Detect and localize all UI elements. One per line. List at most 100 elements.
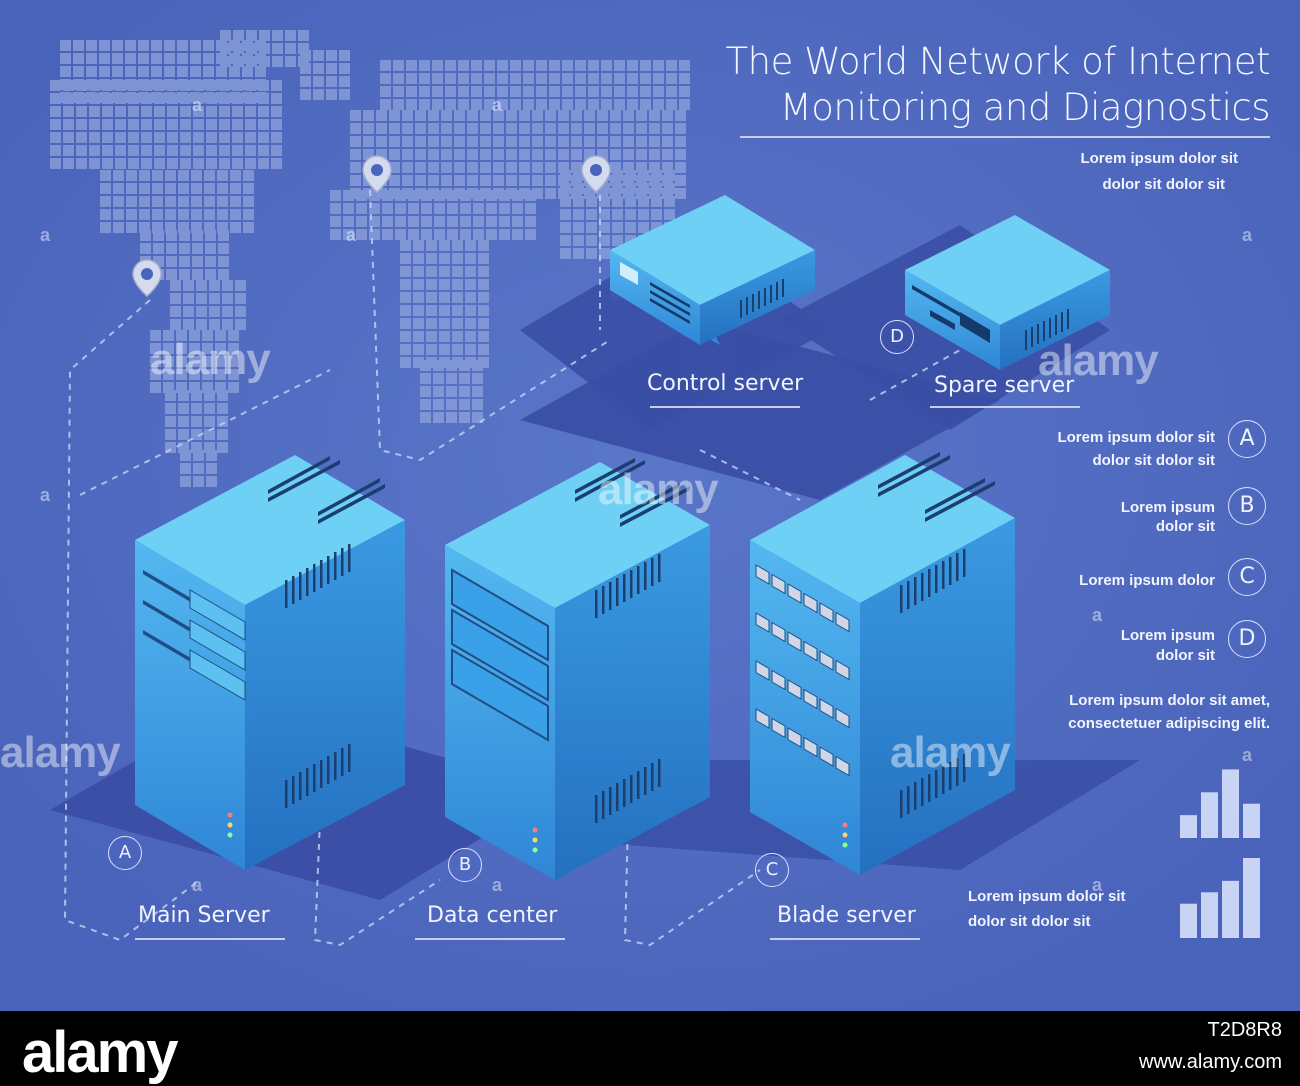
map-pixel (664, 170, 675, 181)
spare-server-label: Spare server (934, 373, 1075, 398)
map-pixel (664, 209, 675, 220)
map-pixel (426, 331, 437, 342)
map-pixel (300, 50, 311, 61)
map-pixel (510, 99, 521, 110)
map-pixel (202, 382, 213, 393)
map-pixel (573, 209, 584, 220)
map-pixel (206, 119, 217, 130)
map-pixel (439, 305, 450, 316)
map-pixel (271, 145, 282, 156)
map-pixel (193, 119, 204, 130)
map-pixel (480, 123, 491, 134)
map-pixel (235, 319, 246, 330)
map-pixel (363, 188, 374, 199)
map-pixel (154, 145, 165, 156)
map-pixel (167, 106, 178, 117)
map-pixel (588, 99, 599, 110)
map-pixel (536, 73, 547, 84)
map-pixel (271, 119, 282, 130)
map-pixel (180, 119, 191, 130)
map-pixel (389, 188, 400, 199)
map-pixel (675, 188, 686, 199)
spare-server-device (905, 215, 1110, 370)
map-pixel (152, 209, 163, 220)
map-pixel (193, 80, 204, 91)
map-pixel (126, 183, 137, 194)
blade-slot (819, 602, 834, 623)
map-pixel (152, 170, 163, 181)
map-pixel (413, 279, 424, 290)
desc-bottom-2: dolor sit dolor sit (968, 913, 1091, 930)
map-pixel (100, 209, 111, 220)
watermark-mark: a (40, 485, 51, 505)
map-pixel (679, 73, 690, 84)
watermark-mark: a (192, 875, 203, 895)
map-pixel (255, 66, 266, 77)
map-pixel (465, 240, 476, 251)
map-pixel (230, 222, 241, 233)
map-pixel (350, 162, 361, 173)
map-pixel (271, 80, 282, 91)
map-pixel (666, 99, 677, 110)
map-pixel (649, 110, 660, 121)
map-pixel (138, 40, 149, 51)
map-pixel (393, 99, 404, 110)
map-pin-icon (132, 259, 162, 297)
map-pixel (413, 292, 424, 303)
map-pixel (549, 86, 560, 97)
map-pixel (558, 162, 569, 173)
map-pixel (636, 149, 647, 160)
map-pixel (245, 145, 256, 156)
map-pixel (445, 86, 456, 97)
map-pixel (218, 256, 229, 267)
map-pixel (115, 158, 126, 169)
map-pixel (102, 158, 113, 169)
map-pixel (402, 123, 413, 134)
map-pixel (664, 183, 675, 194)
map-pixel (206, 158, 217, 169)
map-pixel (408, 216, 419, 227)
map-pixel (446, 399, 457, 410)
map-pixel (493, 149, 504, 160)
watermark-mark: a (192, 95, 203, 115)
map-pixel (180, 93, 191, 104)
map-pixel (499, 216, 510, 227)
map-pixel (480, 110, 491, 121)
map-pixel (219, 106, 230, 117)
map-pixel (152, 196, 163, 207)
map-pixel (165, 416, 176, 427)
map-pixel (176, 330, 187, 341)
map-pixel (154, 158, 165, 169)
map-pixel (258, 106, 269, 117)
desc-long-2: consectetuer adipiscing elit. (1068, 715, 1270, 732)
map-pixel (376, 110, 387, 121)
blade-slot (803, 640, 818, 662)
map-pixel (220, 30, 231, 41)
map-pixel (298, 30, 309, 41)
map-pixel (545, 175, 556, 186)
map-pixel (454, 188, 465, 199)
map-pixel (413, 344, 424, 355)
map-pixel (465, 253, 476, 264)
map-pixel (369, 190, 380, 201)
map-pixel (532, 149, 543, 160)
map-pixel (497, 73, 508, 84)
map-pixel (612, 209, 623, 220)
map-pixel (205, 243, 216, 254)
map-pixel (458, 73, 469, 84)
map-pixel (258, 93, 269, 104)
map-pixel (400, 253, 411, 264)
map-pixel (532, 162, 543, 173)
map-pixel (50, 93, 61, 104)
map-pixel (393, 86, 404, 97)
map-pixel (510, 73, 521, 84)
map-pixel (193, 106, 204, 117)
map-pixel (203, 40, 214, 51)
map-pixel (493, 175, 504, 186)
map-pixel (625, 209, 636, 220)
map-pixel (486, 190, 497, 201)
map-pixel (402, 188, 413, 199)
map-pixel (369, 203, 380, 214)
map-pixel (330, 190, 341, 201)
map-pixel (560, 170, 571, 181)
